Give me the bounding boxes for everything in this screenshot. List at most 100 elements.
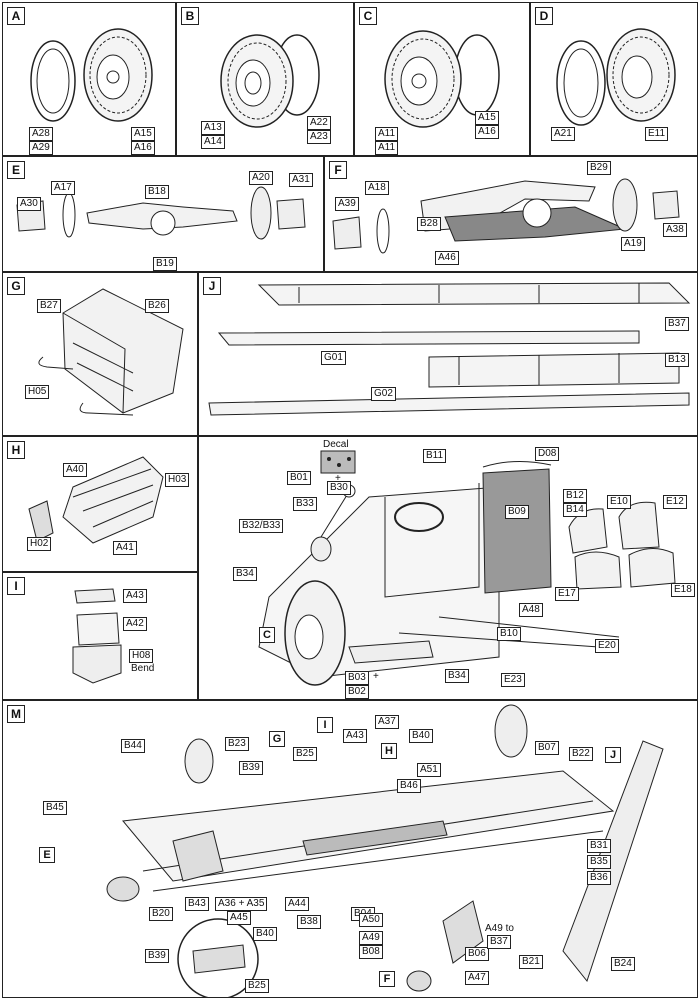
part-label: A20 <box>249 171 273 185</box>
step-c-marker: C <box>359 7 377 25</box>
part-label: B45 <box>43 801 67 815</box>
step-g-panel: G B27 B26 H05 <box>2 272 198 436</box>
decal-note: Decal <box>323 439 349 450</box>
part-label: B40 <box>253 927 277 941</box>
step-ref-tag: H <box>381 743 397 759</box>
step-h-marker: H <box>7 441 25 459</box>
part-label: B12 <box>563 489 587 503</box>
part-label: B27 <box>37 299 61 313</box>
part-label: E17 <box>555 587 579 601</box>
step-b-panel: B A13 A14 A22 A23 <box>176 2 354 156</box>
part-label: B01 <box>287 471 311 485</box>
step-j-marker: J <box>203 277 221 295</box>
part-label: E18 <box>671 583 695 597</box>
step-m-marker: M <box>7 705 25 723</box>
wheel-a-illustration <box>3 3 176 156</box>
step-f-panel: F A39 A18 B29 B28 A46 A19 A38 <box>324 156 698 272</box>
step-e-marker: E <box>7 161 25 179</box>
part-label: B34 <box>445 669 469 683</box>
cab-assembly-panel: Decal + B11 D08 B01 B30 B33 B09 B12 B14 … <box>198 436 698 700</box>
wheel-b-illustration <box>177 3 354 156</box>
b03-plus: + <box>373 671 379 682</box>
step-i-marker: I <box>7 577 25 595</box>
tool-box-illustration <box>3 573 198 700</box>
part-label: B06 <box>465 947 489 961</box>
step-e-panel: E A30 A17 B18 B19 A20 A31 <box>2 156 324 272</box>
part-label: A46 <box>435 251 459 265</box>
part-label: B14 <box>563 503 587 517</box>
part-label: H03 <box>165 473 190 487</box>
part-label: A11 <box>375 127 399 141</box>
step-g-marker: G <box>7 277 25 295</box>
step-i-panel: I A43 A42 H08 Bend <box>2 572 198 700</box>
part-label: A38 <box>663 223 687 237</box>
part-label: B18 <box>145 185 169 199</box>
part-label: A21 <box>551 127 575 141</box>
part-label: E23 <box>501 673 525 687</box>
part-label: A37 <box>375 715 399 729</box>
part-label: A19 <box>621 237 645 251</box>
part-label: B23 <box>225 737 249 751</box>
step-ref-tag: F <box>379 971 395 987</box>
part-label: B44 <box>121 739 145 753</box>
part-label: A11 <box>375 141 399 155</box>
part-label: A13 <box>201 121 225 135</box>
part-label: A42 <box>123 617 147 631</box>
part-label: B36 <box>587 871 611 885</box>
part-label: E11 <box>645 127 669 141</box>
part-label: B26 <box>145 299 169 313</box>
part-range-note: A49 to <box>485 923 514 934</box>
step-a-panel: A A28 A29 A15 A16 <box>2 2 176 156</box>
part-label: B37 <box>665 317 689 331</box>
step-m-panel: M I G H J E F B44 B23 B39 B25 A43 A37 B4… <box>2 700 698 998</box>
step-h-panel: H A40 H03 H02 A41 <box>2 436 198 572</box>
part-label: B38 <box>297 915 321 929</box>
part-label: A14 <box>201 135 225 149</box>
part-label: A15 <box>475 111 499 125</box>
part-label: B35 <box>587 855 611 869</box>
part-label: A29 <box>29 141 53 155</box>
wheel-d-illustration <box>531 3 698 156</box>
part-label: B34 <box>233 567 257 581</box>
part-label: A17 <box>51 181 75 195</box>
part-label: A16 <box>475 125 499 139</box>
part-label: B20 <box>149 907 173 921</box>
part-label: B10 <box>497 627 521 641</box>
part-label: A47 <box>465 971 489 985</box>
step-ref-tag: J <box>605 747 621 763</box>
step-ref-tag: E <box>39 847 55 863</box>
part-label: B28 <box>417 217 441 231</box>
part-label: B33 <box>293 497 317 511</box>
part-label: A43 <box>343 729 367 743</box>
step-d-panel: D A21 E11 <box>530 2 698 156</box>
part-label: B25 <box>245 979 269 993</box>
part-label: A48 <box>519 603 543 617</box>
decal-plus: + <box>335 473 341 484</box>
part-label: A23 <box>307 130 331 144</box>
chassis-frame-illustration <box>199 273 698 436</box>
part-label: A49 <box>359 931 383 945</box>
step-b-marker: B <box>181 7 199 25</box>
part-label: B30 <box>327 481 351 495</box>
rear-axle-illustration <box>325 157 698 272</box>
part-label: H05 <box>25 385 50 399</box>
step-f-marker: F <box>329 161 347 179</box>
part-label: B32/B33 <box>239 519 284 533</box>
part-label: B13 <box>665 353 689 367</box>
part-label: G02 <box>371 387 396 401</box>
part-label: B22 <box>569 747 593 761</box>
part-label: B19 <box>153 257 177 271</box>
part-label: A36 + A35 <box>215 897 268 911</box>
part-label: B08 <box>359 945 383 959</box>
part-label: B29 <box>587 161 611 175</box>
part-label: A44 <box>285 897 309 911</box>
part-label: A16 <box>131 141 155 155</box>
step-j-panel: J B37 G01 B13 G02 <box>198 272 698 436</box>
part-label: A43 <box>123 589 147 603</box>
step-a-marker: A <box>7 7 25 25</box>
part-label: A28 <box>29 127 53 141</box>
part-label: A41 <box>113 541 137 555</box>
part-label: E12 <box>663 495 687 509</box>
step-d-marker: D <box>535 7 553 25</box>
bend-note: Bend <box>131 663 155 674</box>
